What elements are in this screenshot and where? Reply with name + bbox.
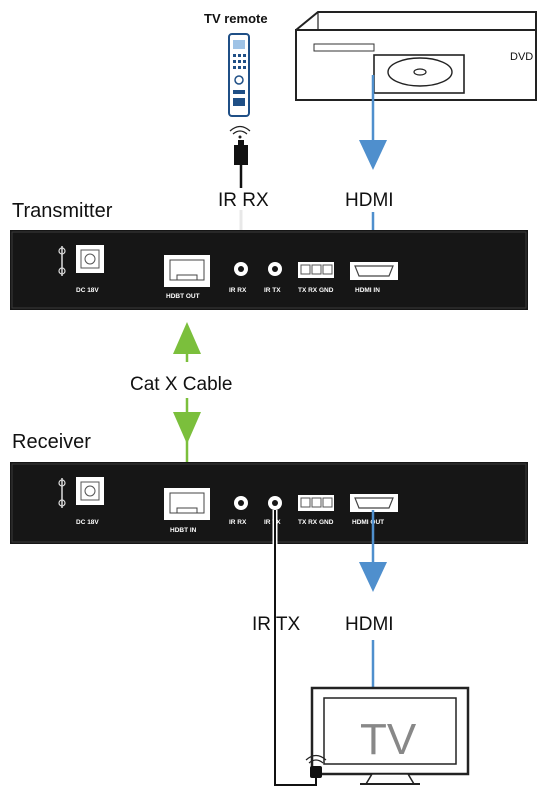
hdmi-arrow-bottom xyxy=(359,562,387,592)
transmitter-unit: DC 18V HDBT OUT IR RX IR TX TX RX GND HD… xyxy=(10,230,528,310)
tx-port-terminal: TX RX GND xyxy=(298,287,334,294)
hdmi-label-top: HDMI xyxy=(345,190,394,211)
ir-tx-label: IR TX xyxy=(252,614,301,635)
hdmi-arrow-top xyxy=(359,140,387,170)
transmitter-label: Transmitter xyxy=(12,200,113,222)
rx-port-terminal: TX RX GND xyxy=(298,519,334,526)
rx-port-ir-rx: IR RX xyxy=(229,519,247,526)
tx-port-dc: DC 18V xyxy=(76,287,99,294)
tv-remote-label: TV remote xyxy=(204,11,268,26)
rx-port-hdmi: HDMI OUT xyxy=(352,519,384,526)
rx-terminal-block-icon xyxy=(298,495,334,511)
ir-emitter-icon xyxy=(305,754,327,778)
receiver-label: Receiver xyxy=(12,431,91,453)
dc-jack-icon xyxy=(58,245,104,276)
rx-port-hdbt: HDBT IN xyxy=(170,527,197,534)
receiver-unit: DC 18V HDBT IN IR RX IR TX TX RX GND HDM… xyxy=(10,462,528,544)
terminal-block-icon xyxy=(298,262,334,278)
hdmi-out-port-icon xyxy=(350,494,398,512)
ir-rx-label: IR RX xyxy=(218,190,269,211)
tx-port-hdmi: HDMI IN xyxy=(355,287,380,294)
tv-label: TV xyxy=(360,715,417,764)
cat-cable-label: Cat X Cable xyxy=(130,374,232,395)
ir-tx-cable xyxy=(274,510,317,786)
tx-port-ir-rx: IR RX xyxy=(229,287,247,294)
tv-remote: TV remote xyxy=(204,11,268,165)
rx-dc-jack-icon xyxy=(58,477,104,508)
dvd-label: DVD xyxy=(510,51,533,63)
hdbt-port-icon xyxy=(164,255,210,287)
rx-hdbt-port-icon xyxy=(164,488,210,520)
dvd-player: DVD xyxy=(295,11,537,101)
tx-port-ir-tx: IR TX xyxy=(264,287,281,294)
tv-set: TV xyxy=(310,686,470,785)
ir-tx-cable-halo xyxy=(272,510,319,788)
hdmi-label-bottom: HDMI xyxy=(345,614,394,635)
rx-port-dc: DC 18V xyxy=(76,519,99,526)
tx-port-hdbt: HDBT OUT xyxy=(166,293,200,300)
hdmi-in-port-icon xyxy=(350,262,398,280)
